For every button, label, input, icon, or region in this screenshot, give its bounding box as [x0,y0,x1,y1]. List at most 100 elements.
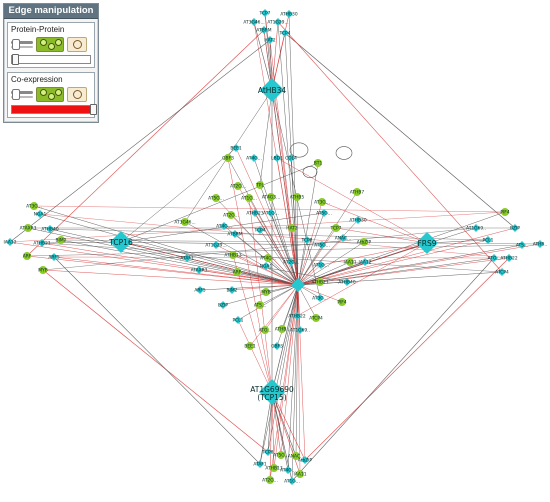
gene-node-diamond[interactable] [232,144,240,152]
gene-node-diamond[interactable] [303,236,311,244]
gene-node-circle[interactable] [314,159,322,167]
gene-node-diamond[interactable] [273,154,281,162]
gene-node-diamond[interactable] [484,236,492,244]
gene-node-circle[interactable] [264,254,272,262]
gene-node-diamond[interactable] [284,466,292,474]
protein-reset-icon-button[interactable] [67,36,87,52]
gene-node-circle[interactable] [233,268,241,276]
gene-node-diamond[interactable] [291,278,305,292]
gene-node-circle[interactable] [212,194,220,202]
gene-node-circle[interactable] [278,325,286,333]
gene-node-circle[interactable] [234,182,242,190]
gene-node-diamond[interactable] [285,10,293,18]
gene-node-diamond[interactable] [250,154,258,162]
gene-node-circle[interactable] [262,288,270,296]
gene-node-diamond[interactable] [195,266,203,274]
gene-node-diamond[interactable] [296,326,304,334]
gene-node-diamond[interactable] [219,301,227,309]
gene-node-diamond[interactable] [196,286,204,294]
gene-node-circle[interactable] [353,188,361,196]
gene-node-circle[interactable] [318,198,326,206]
gene-node-diamond[interactable] [6,238,14,246]
gene-node-hub[interactable] [259,379,285,405]
gene-node-diamond[interactable] [264,448,272,456]
gene-node-circle[interactable] [288,224,296,232]
gene-node-circle[interactable] [23,252,31,260]
coexp-toggle-switch[interactable] [11,89,33,100]
gene-node-hub[interactable] [110,231,132,253]
gene-node-circle[interactable] [296,470,304,478]
gene-node-diamond[interactable] [536,240,544,248]
gene-node-diamond[interactable] [212,241,220,249]
gene-node-diamond[interactable] [361,258,369,266]
gene-node-diamond[interactable] [231,230,239,238]
gene-node-diamond[interactable] [228,286,236,294]
gene-node-hub[interactable] [260,78,284,102]
gene-node-circle[interactable] [501,208,509,216]
coexp-reset-icon-button[interactable] [67,86,87,102]
gene-node-circle[interactable] [256,181,264,189]
gene-node-diamond[interactable] [518,241,526,249]
protein-network-icon-button[interactable] [36,36,64,52]
gene-node-diamond[interactable] [293,312,301,320]
gene-node-circle[interactable] [24,224,32,232]
gene-node-circle[interactable] [245,194,253,202]
gene-node-diamond[interactable] [343,278,351,286]
protein-toggle-switch[interactable] [11,39,33,50]
gene-node-circle[interactable] [229,251,237,259]
gene-node-circle[interactable] [246,342,254,350]
gene-node-diamond[interactable] [251,209,259,217]
gene-node-diamond[interactable] [50,253,58,261]
gene-node-diamond[interactable] [183,254,191,262]
coexp-slider[interactable] [11,104,97,115]
network-nodes[interactable] [6,9,544,485]
gene-node-circle[interactable] [224,154,232,162]
gene-node-diamond[interactable] [287,258,295,266]
gene-node-circle[interactable] [338,298,346,306]
gene-node-diamond[interactable] [317,261,325,269]
coexp-network-icon-button[interactable] [36,86,64,102]
gene-node-diamond[interactable] [505,254,513,262]
gene-node-circle[interactable] [270,464,278,472]
gene-node-diamond[interactable] [220,222,228,230]
gene-node-circle[interactable] [332,224,340,232]
gene-node-diamond[interactable] [261,9,269,17]
protein-slider[interactable] [11,54,91,65]
gene-node-diamond[interactable] [318,241,326,249]
gene-node-circle[interactable] [57,236,65,244]
gene-node-circle[interactable] [346,258,354,266]
gene-node-diamond[interactable] [498,268,506,276]
gene-node-diamond[interactable] [234,316,242,324]
gene-node-diamond[interactable] [38,239,46,247]
gene-node-diamond[interactable] [316,294,324,302]
gene-node-diamond[interactable] [288,477,296,485]
gene-node-diamond[interactable] [301,456,309,464]
gene-node-diamond[interactable] [250,18,258,26]
protein-slider-thumb[interactable] [12,54,19,65]
gene-node-diamond[interactable] [36,210,44,218]
gene-node-diamond[interactable] [339,234,347,242]
gene-node-circle[interactable] [312,314,320,322]
gene-node-diamond[interactable] [274,18,282,26]
gene-node-circle[interactable] [293,193,301,201]
gene-node-diamond[interactable] [273,342,281,350]
gene-node-diamond[interactable] [472,224,480,232]
gene-node-diamond[interactable] [320,209,328,217]
gene-node-diamond[interactable] [354,216,362,224]
gene-node-diamond[interactable] [256,460,264,468]
gene-node-circle[interactable] [267,193,275,201]
gene-node-circle[interactable] [256,301,264,309]
gene-node-diamond[interactable] [260,26,268,34]
gene-node-circle[interactable] [277,451,285,459]
gene-node-diamond[interactable] [46,225,54,233]
gene-node-diamond[interactable] [490,254,498,262]
gene-node-circle[interactable] [261,326,269,334]
coexp-slider-thumb[interactable] [90,104,97,115]
gene-node-circle[interactable] [316,278,324,286]
gene-node-diamond[interactable] [267,209,275,217]
gene-node-diamond[interactable] [266,36,274,44]
gene-node-diamond[interactable] [256,226,264,234]
gene-node-circle[interactable] [227,211,235,219]
gene-node-circle[interactable] [266,476,274,484]
